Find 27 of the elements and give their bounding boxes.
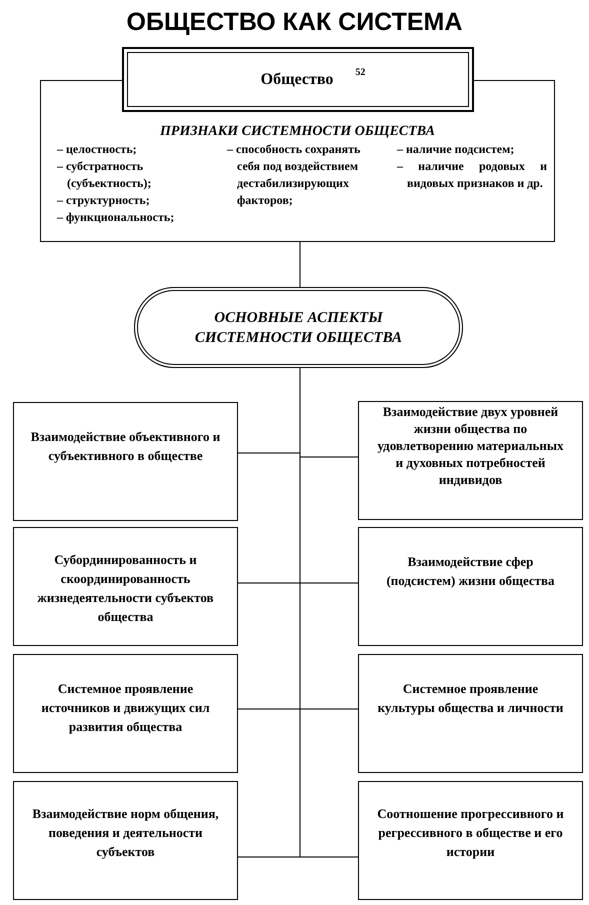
box-label: Взаимодействие двух уровней жизни общества по удовлетворению материальных и духовных потребностей индивидов bbox=[376, 403, 565, 488]
aspect-box bbox=[13, 527, 238, 646]
box-label: Взаимодействие объективного и субъективного в обществе bbox=[30, 428, 222, 465]
aspect-box bbox=[13, 781, 238, 900]
aspect-box bbox=[358, 401, 583, 520]
aspect-box bbox=[358, 781, 583, 900]
box-label: Системное проявление источников и движущих сил развития общества bbox=[40, 680, 211, 736]
aspect-box bbox=[358, 527, 583, 646]
aspect-box bbox=[358, 654, 583, 773]
society-box bbox=[122, 47, 474, 112]
panel-heading: ПРИЗНАКИ СИСТЕМНОСТИ ОБЩЕСТВА bbox=[159, 124, 436, 140]
list-item: – функциональность; bbox=[57, 209, 176, 226]
list-item: – способность сохранять себя под воздействием дестабилизирующих факторов; bbox=[227, 141, 362, 209]
box-label: Взаимодействие норм общения, поведения и деятельности субъектов bbox=[31, 805, 220, 861]
aspect-box bbox=[13, 654, 238, 773]
diagram-title: ОБЩЕСТВО КАК СИСТЕМА bbox=[126, 7, 462, 37]
box-label: Субординированность и скоординированность жизнедеятельности субъектов общества bbox=[36, 551, 215, 626]
list-item: – наличие подсистем; bbox=[397, 141, 516, 158]
list-item: – целостность; bbox=[57, 141, 138, 158]
list-item: – наличие родовых и видовых признаков и др. bbox=[397, 158, 547, 192]
box-label: Соотношение прогрессивного и регрессивного в обществе и его истории bbox=[376, 805, 565, 861]
box-label: Системное проявление культуры общества и личности bbox=[376, 680, 564, 717]
box-label: Взаимодействие сфер (подсистем) жизни общества bbox=[385, 553, 556, 590]
list-item: – структурность; bbox=[57, 192, 151, 209]
list-item: – субстратность (субъектность); bbox=[57, 158, 152, 192]
box-label: ОСНОВНЫЕ АСПЕКТЫ СИСТЕМНОСТИ ОБЩЕСТВА bbox=[194, 308, 404, 348]
aspect-box bbox=[13, 402, 238, 521]
